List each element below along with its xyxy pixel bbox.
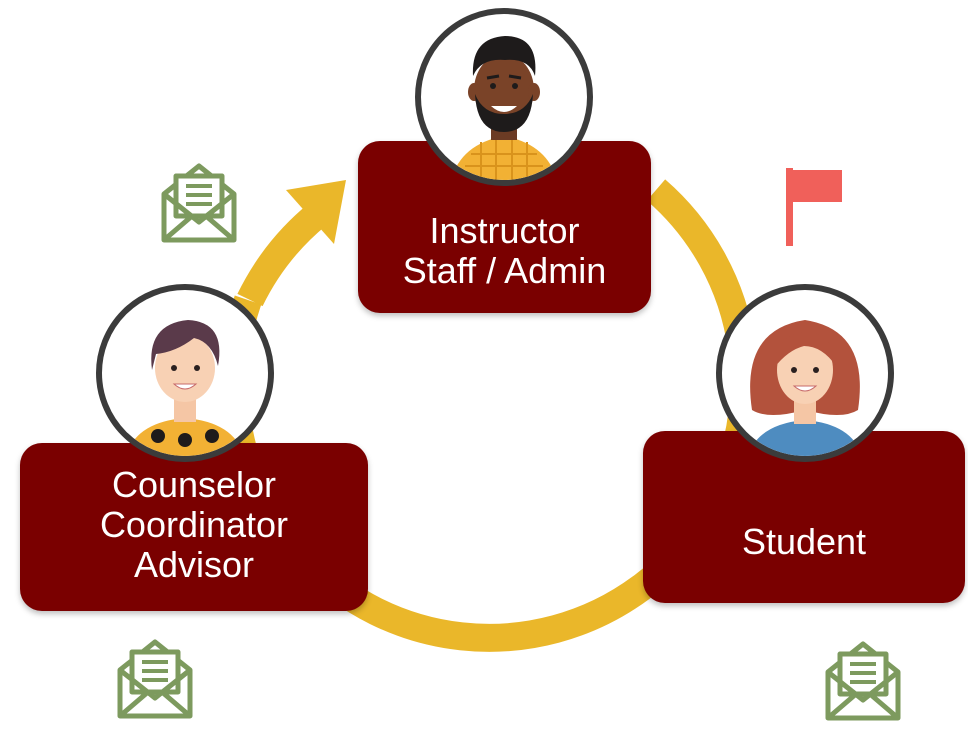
flag-icon bbox=[786, 168, 842, 246]
student-avatar bbox=[716, 284, 894, 462]
role-label-line: Counselor bbox=[111, 464, 277, 505]
instructor-avatar bbox=[415, 8, 593, 186]
role-label-line: Advisor bbox=[133, 544, 255, 585]
envelope-icon bbox=[825, 641, 901, 721]
role-label-line: Staff / Admin bbox=[402, 250, 607, 291]
counselor-avatar-illustration bbox=[126, 320, 244, 456]
envelope-icon bbox=[161, 163, 237, 243]
instructor-avatar-illustration bbox=[451, 36, 557, 180]
counselor-coordinator-advisor-box: Counselor Coordinator Advisor bbox=[20, 443, 368, 611]
role-label-line: Instructor bbox=[429, 210, 580, 251]
cycle-arrowhead bbox=[286, 180, 346, 244]
role-label-line: Student bbox=[741, 521, 867, 562]
role-label-line: Coordinator bbox=[99, 504, 289, 545]
cycle-arc-upper-left bbox=[237, 203, 328, 307]
envelope-icon bbox=[117, 639, 193, 719]
counselor-avatar bbox=[96, 284, 274, 462]
student-avatar-illustration bbox=[748, 320, 862, 456]
